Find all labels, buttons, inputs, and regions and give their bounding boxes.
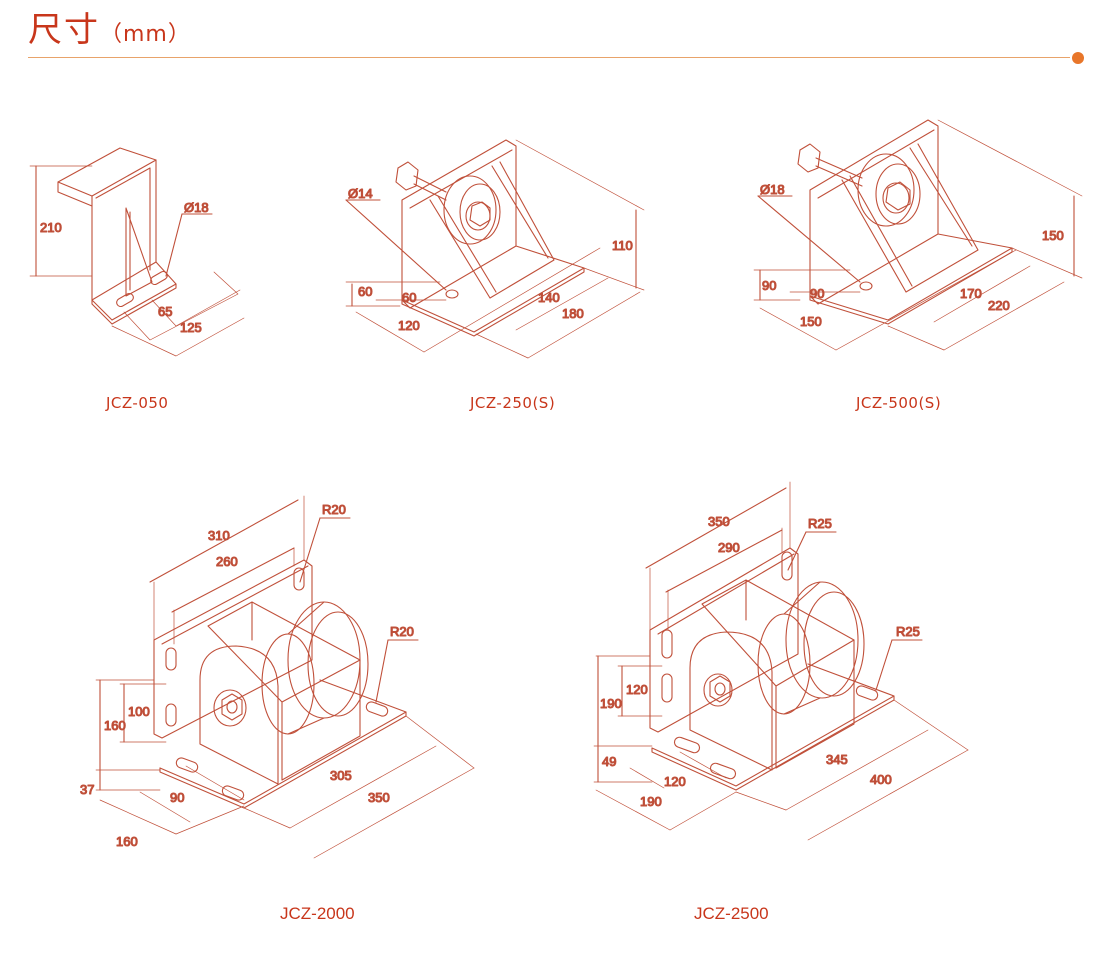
model-name-jcz-2500: JCZ-2500 (694, 904, 769, 923)
model-name-jcz-500: JCZ-500(S) (856, 394, 942, 412)
dim-2000-a: 90 (170, 790, 184, 805)
drawing-jcz-500 (753, 119, 1083, 351)
dim-500-h: 150 (1042, 228, 1064, 243)
dim-250-e: 180 (562, 306, 584, 321)
header-rule (28, 57, 1070, 58)
dim-2500-d: 400 (870, 772, 892, 787)
dim-050-b: 125 (180, 320, 202, 335)
dim-2500-v2: 190 (600, 696, 622, 711)
dim-500-b: 90 (810, 286, 824, 301)
dim-2000-r2: R20 (390, 624, 414, 639)
model-name-jcz-050: JCZ-050 (106, 394, 169, 412)
dim-2000-v2: 160 (104, 718, 126, 733)
dim-500-d: 170 (960, 286, 982, 301)
dim-500-c: 150 (800, 314, 822, 329)
dim-2500-a: 120 (664, 774, 686, 789)
dim-2500-r1: R25 (808, 516, 832, 531)
dim-250-c: 120 (398, 318, 420, 333)
dim-500-hole: Ø18 (760, 182, 785, 197)
dim-2000-d: 350 (368, 790, 390, 805)
dim-250-h: 110 (612, 238, 633, 253)
dim-2500-c: 345 (826, 752, 848, 767)
drawing-jcz-050 (29, 147, 245, 357)
dim-2000-w1: 310 (208, 528, 230, 543)
dim-2500-r2: R25 (896, 624, 920, 639)
dim-2500-w1: 350 (708, 514, 730, 529)
dim-2000-c: 305 (330, 768, 352, 783)
drawing-jcz-2000 (95, 495, 475, 859)
dim-050-hole: Ø18 (184, 200, 209, 215)
dim-2000-v1: 100 (128, 704, 150, 719)
dim-2000-w2: 260 (216, 554, 238, 569)
dim-050-height: 210 (40, 220, 62, 235)
dim-2500-b: 190 (640, 794, 662, 809)
dim-2000-b: 160 (116, 834, 138, 849)
dim-250-d: 140 (538, 290, 560, 305)
dim-250-hole: Ø14 (348, 186, 373, 201)
dim-500-a: 90 (762, 278, 776, 293)
section-title: 尺寸（mm） (28, 10, 191, 50)
dim-2000-r1: R20 (322, 502, 346, 517)
section-header: 尺寸（mm） (28, 8, 1088, 64)
dim-250-b: 60 (402, 290, 416, 305)
dim-2500-v1: 120 (626, 682, 648, 697)
dim-2500-w2: 290 (718, 540, 740, 555)
section-unit: （mm） (100, 22, 191, 47)
drawing-jcz-250 (345, 139, 645, 359)
dim-050-a: 65 (158, 304, 172, 319)
dim-2000-v3: 37 (80, 782, 94, 797)
model-name-jcz-2000: JCZ-2000 (280, 904, 355, 923)
drawing-jcz-2500 (593, 481, 969, 841)
header-dot (1072, 52, 1084, 64)
dim-500-e: 220 (988, 298, 1010, 313)
model-name-jcz-250: JCZ-250(S) (470, 394, 556, 412)
dim-250-a: 60 (358, 284, 372, 299)
dim-2500-v3: 49 (602, 754, 616, 769)
